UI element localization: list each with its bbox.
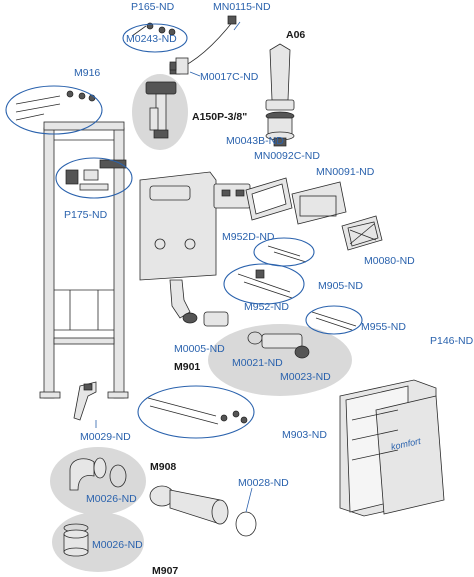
bracket-m0029 (73, 381, 97, 421)
installation-frame (39, 121, 129, 399)
label-a06: A06 (286, 29, 305, 41)
label-mn0092c: MN0092C-ND (254, 150, 320, 162)
label-m903: M903-ND (282, 429, 327, 441)
oval-m916 (5, 85, 103, 135)
brackets-p175 (65, 159, 127, 191)
leader-m0017c (189, 71, 201, 77)
outlet-pipe (149, 485, 257, 537)
rods-m952 (237, 269, 293, 299)
bolt-set-m916 (15, 90, 96, 121)
flush-valve (265, 43, 295, 147)
label-m0028: M0028-ND (238, 477, 289, 489)
label-m0017c: M0017C-ND (200, 71, 259, 83)
oval-m903 (137, 385, 255, 439)
label-m0029: M0029-ND (80, 431, 131, 443)
oval-p175 (55, 157, 133, 199)
leader-m0028 (245, 487, 253, 513)
label-mn0115: MN0115-ND (213, 1, 271, 13)
oval-m952 (223, 263, 305, 305)
label-m0023: M0023-ND (280, 371, 331, 383)
label-m0043b: M0043B-ND (226, 135, 284, 147)
label-m0026-a: M0026-ND (86, 493, 137, 505)
label-m916: M916 (74, 67, 100, 79)
m907-group-shade (52, 512, 144, 572)
label-m0080: M0080-ND (364, 255, 415, 267)
label-m901: M901 (174, 361, 200, 373)
actuator-frame (213, 177, 383, 251)
rods-m955 (311, 311, 357, 331)
cistern-body (139, 171, 217, 319)
label-m952d: M952D-ND (222, 231, 275, 243)
drain-elbow (182, 311, 229, 327)
oval-m955 (305, 305, 363, 335)
rods-m952d (267, 245, 307, 263)
label-m0005: M0005-ND (174, 343, 225, 355)
leader-mn0115 (233, 21, 241, 31)
label-m905: M905-ND (318, 280, 363, 292)
label-m907: M907 (152, 565, 178, 577)
oval-m952d (253, 237, 315, 267)
label-m0243: M0243-ND (126, 33, 177, 45)
label-m0021: M0021-ND (232, 357, 283, 369)
fill-valve (145, 81, 177, 139)
bolt-set-m903 (147, 397, 248, 425)
label-m0026-b: M0026-ND (92, 539, 143, 551)
label-p165: P165-ND (131, 1, 175, 13)
connector-m908 (69, 457, 127, 491)
label-m952: M952-ND (244, 301, 289, 313)
label-p175: P175-ND (64, 209, 108, 221)
flush-pipe (247, 331, 310, 359)
connector-m907 (63, 523, 89, 557)
valve-part (169, 57, 189, 75)
label-a150p: A150P-3/8" (192, 111, 247, 123)
label-mn0091: MN0091-ND (316, 166, 375, 178)
label-m908: M908 (150, 461, 176, 473)
hose-end (227, 15, 237, 25)
packaging-box (339, 379, 445, 517)
oval-m0243 (122, 23, 188, 53)
label-p146: P146-ND (430, 335, 474, 347)
label-m955: M955-ND (361, 321, 406, 333)
m901-group-shade (208, 324, 352, 396)
